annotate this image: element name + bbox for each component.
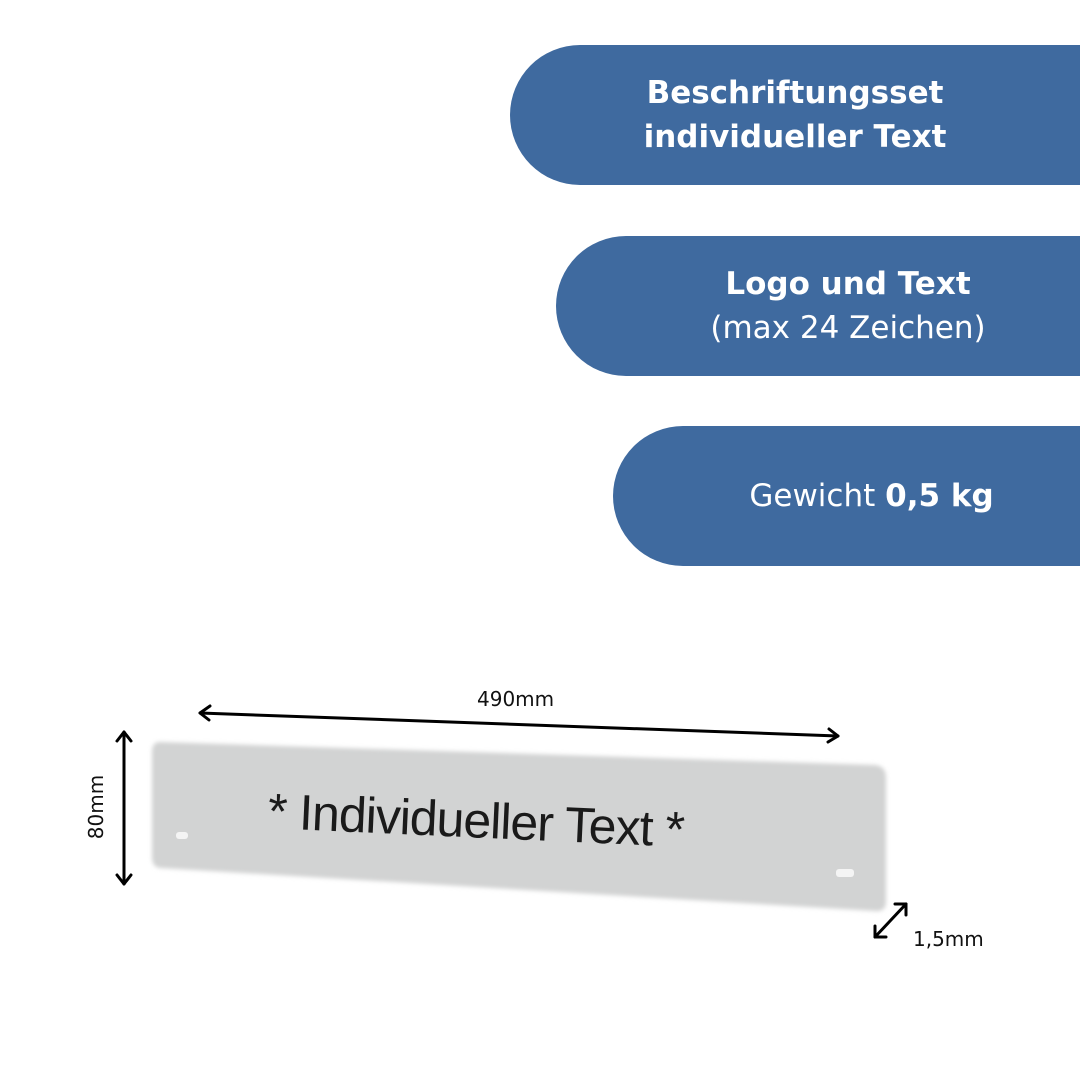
height-arrow-icon — [115, 730, 133, 886]
badge-set-title: Beschriftungsset individueller Text — [510, 45, 1080, 185]
width-label: 490mm — [477, 687, 555, 711]
plate — [152, 742, 886, 912]
weight-label: Gewicht — [749, 478, 886, 514]
badge-weight: Gewicht 0,5 kg — [613, 426, 1080, 566]
badge-line: (max 24 Zeichen) — [710, 310, 986, 346]
badge-line: Beschriftungsset — [646, 75, 944, 111]
badge-line: individueller Text — [643, 119, 947, 155]
mounting-hole — [176, 832, 188, 839]
height-label: 80mm — [84, 774, 109, 840]
thickness-label: 1,5mm — [913, 927, 984, 951]
weight-value: 0,5 kg — [885, 478, 994, 514]
width-arrow-icon — [198, 704, 840, 744]
badge-line: Logo und Text — [725, 266, 971, 302]
badge-logo-text: Logo und Text (max 24 Zeichen) — [556, 236, 1080, 376]
thickness-arrow-icon — [873, 902, 908, 939]
mounting-hole — [836, 869, 854, 877]
